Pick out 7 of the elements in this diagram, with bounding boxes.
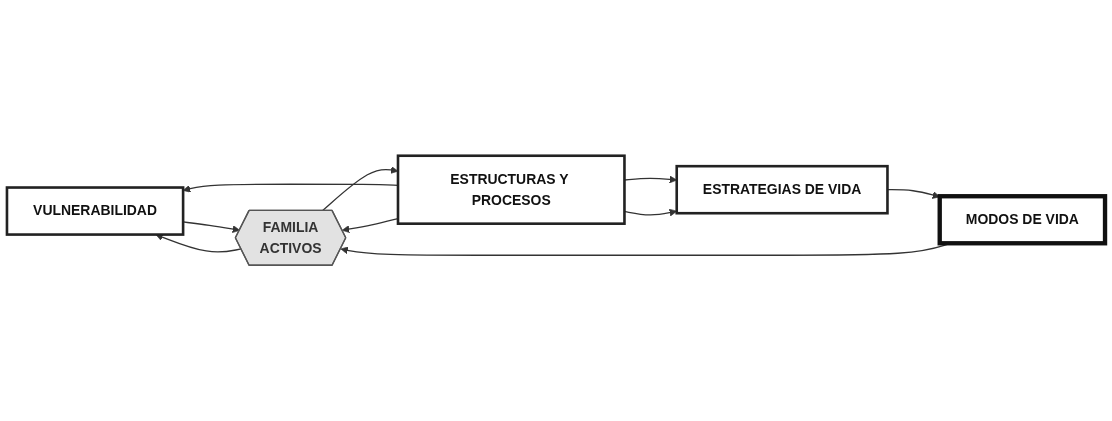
node-box: ESTRATEGIAS DE VIDA xyxy=(675,164,889,215)
arrow xyxy=(182,183,399,193)
node-box: MODOS DE VIDA xyxy=(937,194,1108,246)
node-box: ESTRUCTURAS Y PROCESOS xyxy=(396,154,626,225)
arrow xyxy=(321,166,399,212)
node-box: VULNERABILIDAD xyxy=(5,186,185,236)
arrow xyxy=(341,217,399,233)
